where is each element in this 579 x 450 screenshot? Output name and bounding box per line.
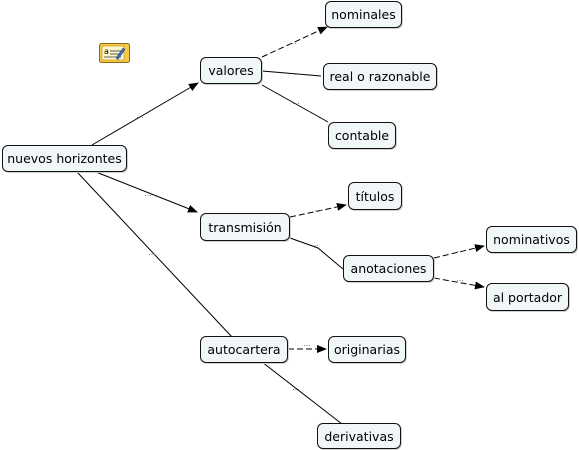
concept-valores[interactable]: valores [200, 57, 262, 84]
link-label-anotaciones-portador: ... [456, 274, 464, 283]
concept-nuevos-horizontes[interactable]: nuevos horizontes [2, 145, 127, 172]
concept-contable[interactable]: contable [328, 122, 396, 149]
link-label-valores-contable: ... [292, 97, 300, 106]
link-autocartera-derivativas [261, 361, 343, 425]
link-label-transmision-anotaciones: ... [311, 239, 319, 248]
link-label-transmision-titulos: ... [314, 204, 322, 213]
concept-derivativas[interactable]: derivativas [317, 423, 401, 449]
link-label-valores-nominales: ... [289, 37, 297, 46]
link-transmision-anotaciones [289, 237, 344, 270]
concept-autocartera[interactable]: autocartera [200, 336, 288, 363]
link-valores-nominales [261, 26, 328, 58]
concept-real-o-razonable[interactable]: real o razonable [323, 63, 437, 90]
link-label-root-transmision: ... [144, 189, 152, 198]
annotation-note-icon[interactable]: a [99, 43, 130, 63]
link-label-root-valores: ... [136, 111, 144, 120]
link-valores-contable [261, 84, 329, 123]
svg-text:a: a [104, 47, 109, 56]
link-label-autocartera-derivativas: ... [292, 383, 300, 392]
concept-nominativos[interactable]: nominativos [486, 226, 577, 253]
link-label-root-autocartera: ... [148, 248, 156, 257]
link-transmision-titulos [289, 202, 347, 218]
concept-nominales[interactable]: nominales [325, 1, 402, 28]
concept-al-portador[interactable]: al portador [486, 283, 569, 311]
concept-anotaciones[interactable]: anotaciones [343, 255, 434, 282]
concept-transmision[interactable]: transmisión [200, 213, 290, 241]
link-label-anotaciones-nominativos: ... [456, 245, 464, 254]
link-label-valores-real: ... [294, 68, 302, 77]
link-root-valores [91, 82, 199, 146]
link-root-transmision [95, 171, 198, 213]
link-root-autocartera [76, 171, 233, 338]
concept-originarias[interactable]: originarias [328, 336, 406, 363]
link-label-autocartera-originarias: ... [303, 339, 311, 348]
link-valores-real [261, 70, 322, 77]
concept-titulos[interactable]: títulos [348, 182, 402, 210]
